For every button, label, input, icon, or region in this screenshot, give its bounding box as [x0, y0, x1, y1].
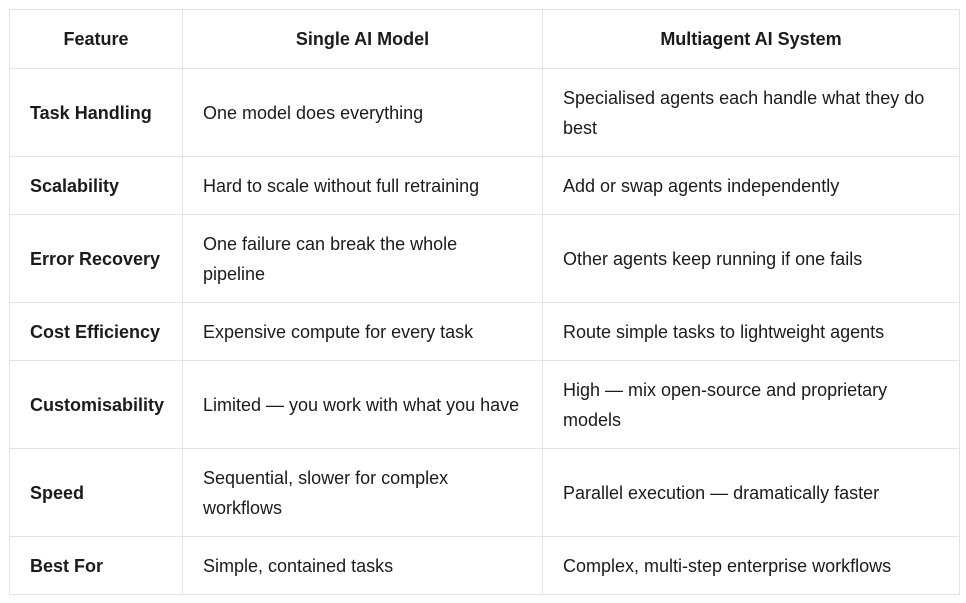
multiagent-cell: Specialised agents each handle what they…: [542, 68, 960, 157]
table-row: Customisability Limited — you work with …: [9, 360, 960, 449]
multiagent-cell: Route simple tasks to lightweight agents: [542, 302, 960, 361]
multiagent-cell: Add or swap agents independently: [542, 156, 960, 215]
feature-cell: Customisability: [9, 360, 183, 449]
table-row: Speed Sequential, slower for complex wor…: [9, 448, 960, 537]
feature-cell: Speed: [9, 448, 183, 537]
single-model-cell: Sequential, slower for complex workflows: [182, 448, 543, 537]
feature-cell: Best For: [9, 536, 183, 595]
single-model-cell: Limited — you work with what you have: [182, 360, 543, 449]
feature-cell: Scalability: [9, 156, 183, 215]
header-multiagent-ai-system: Multiagent AI System: [542, 9, 960, 69]
multiagent-cell: Other agents keep running if one fails: [542, 214, 960, 303]
table-row: Best For Simple, contained tasks Complex…: [9, 536, 960, 595]
comparison-table: Feature Single AI Model Multiagent AI Sy…: [9, 9, 960, 595]
multiagent-cell: High — mix open-source and proprietary m…: [542, 360, 960, 449]
single-model-cell: Hard to scale without full retraining: [182, 156, 543, 215]
table-row: Scalability Hard to scale without full r…: [9, 156, 960, 215]
multiagent-cell: Parallel execution — dramatically faster: [542, 448, 960, 537]
feature-cell: Cost Efficiency: [9, 302, 183, 361]
table-row: Task Handling One model does everything …: [9, 68, 960, 157]
feature-cell: Error Recovery: [9, 214, 183, 303]
header-row: Feature Single AI Model Multiagent AI Sy…: [9, 9, 960, 69]
multiagent-cell: Complex, multi-step enterprise workflows: [542, 536, 960, 595]
single-model-cell: One model does everything: [182, 68, 543, 157]
comparison-table-container: Feature Single AI Model Multiagent AI Sy…: [9, 9, 960, 595]
table-row: Error Recovery One failure can break the…: [9, 214, 960, 303]
single-model-cell: Simple, contained tasks: [182, 536, 543, 595]
table-row: Cost Efficiency Expensive compute for ev…: [9, 302, 960, 361]
single-model-cell: One failure can break the whole pipeline: [182, 214, 543, 303]
table-header: Feature Single AI Model Multiagent AI Sy…: [9, 9, 960, 69]
feature-cell: Task Handling: [9, 68, 183, 157]
table-body: Task Handling One model does everything …: [9, 68, 960, 595]
header-single-ai-model: Single AI Model: [182, 9, 543, 69]
single-model-cell: Expensive compute for every task: [182, 302, 543, 361]
header-feature: Feature: [9, 9, 183, 69]
